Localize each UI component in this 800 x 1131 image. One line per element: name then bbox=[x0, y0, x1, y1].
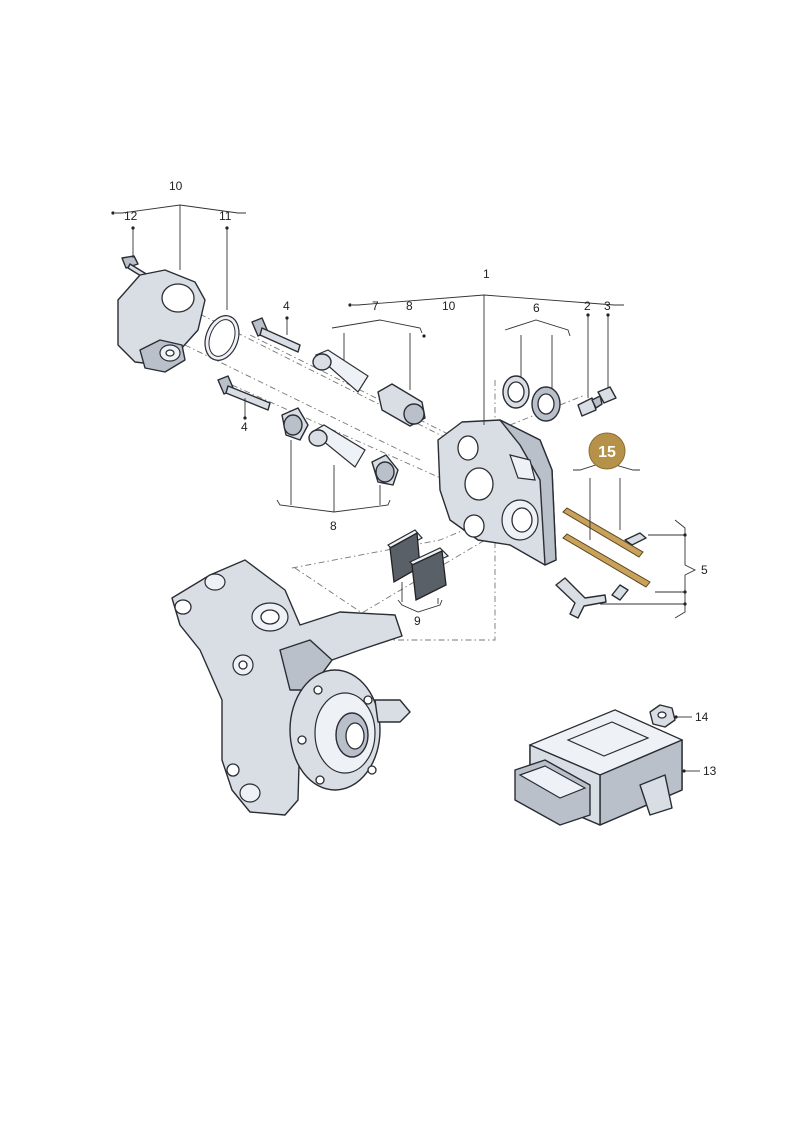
bleed-screw-part-2 bbox=[577, 395, 603, 417]
label-3: 3 bbox=[604, 299, 611, 313]
label-9: 9 bbox=[414, 614, 421, 628]
bolt-part-4-lower bbox=[217, 375, 271, 411]
caliper-housing-part-1 bbox=[437, 419, 557, 566]
badge-15: 15 bbox=[588, 432, 626, 470]
part-number-labels: 10 12 11 1 7 8 10 6 2 3 4 4 8 9 5 14 13 bbox=[124, 179, 717, 778]
bushing-part-8-upper bbox=[377, 383, 426, 427]
control-module-part-13 bbox=[514, 709, 684, 826]
seal-part-6 bbox=[502, 375, 561, 422]
label-1: 1 bbox=[483, 267, 490, 281]
wheel-hub-flange bbox=[289, 669, 411, 791]
bracket-part-10 bbox=[117, 269, 206, 373]
badge-circle bbox=[588, 432, 626, 470]
bushing-part-8-right bbox=[371, 454, 399, 486]
label-10-mid: 10 bbox=[442, 299, 456, 313]
guide-pins-part-5 bbox=[562, 507, 651, 601]
badge-text: 15 bbox=[598, 444, 616, 461]
label-8-lower: 8 bbox=[330, 519, 337, 533]
label-13: 13 bbox=[703, 764, 717, 778]
o-ring-part-11 bbox=[204, 315, 240, 361]
label-12: 12 bbox=[124, 209, 138, 223]
label-7: 7 bbox=[372, 299, 379, 313]
cap-part-3 bbox=[597, 386, 617, 404]
label-4-upper: 4 bbox=[283, 299, 290, 313]
label-5: 5 bbox=[701, 563, 708, 577]
nut-part-14 bbox=[649, 704, 676, 728]
bolt-part-4-upper bbox=[251, 317, 301, 353]
label-6: 6 bbox=[533, 301, 540, 315]
guide-sleeve-part-7 bbox=[312, 349, 369, 393]
label-11: 11 bbox=[219, 209, 232, 223]
brake-pads-part-9 bbox=[387, 529, 450, 601]
label-10-top: 10 bbox=[169, 179, 183, 193]
leader-lines bbox=[115, 204, 700, 772]
leader-dots bbox=[111, 211, 687, 773]
label-2: 2 bbox=[584, 299, 591, 313]
label-14: 14 bbox=[695, 710, 709, 724]
label-8-top: 8 bbox=[406, 299, 413, 313]
guide-sleeve-part-8-lower bbox=[308, 424, 366, 468]
label-4-lower: 4 bbox=[241, 420, 248, 434]
spring-clip-part-5 bbox=[555, 577, 607, 619]
bushing-part-8-left bbox=[281, 407, 309, 441]
